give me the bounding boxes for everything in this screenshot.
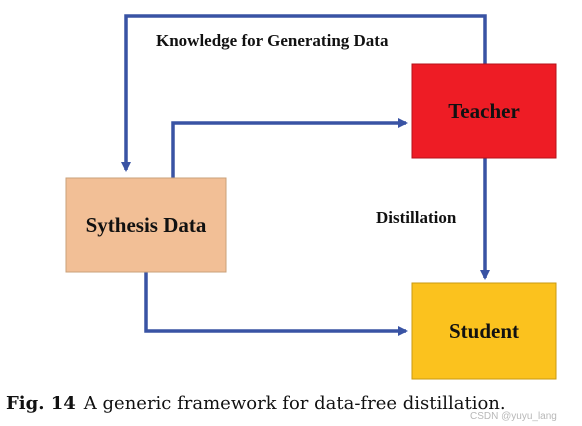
teacher-box <box>411 63 557 159</box>
teacher-label: Teacher <box>448 99 520 123</box>
watermark: CSDN @yuyu_lang <box>470 411 557 422</box>
synthesis-to-student-arrow <box>144 272 408 336</box>
knowledge-label: Knowledge for Generating Data <box>156 31 389 50</box>
synthesis-data-label: Sythesis Data <box>86 213 207 237</box>
knowledge-arrow <box>121 14 487 172</box>
synthesis-to-teacher-arrow <box>171 118 408 178</box>
student-box <box>411 282 557 380</box>
synthesis-data-box <box>65 177 227 273</box>
student-label: Student <box>449 319 519 343</box>
figure-number: Fig. 14 <box>6 393 76 414</box>
figure-caption: Fig. 14 A generic framework for data-free… <box>6 393 506 414</box>
caption-text: A generic framework for data-free distil… <box>83 393 506 414</box>
distillation-label: Distillation <box>376 208 457 227</box>
